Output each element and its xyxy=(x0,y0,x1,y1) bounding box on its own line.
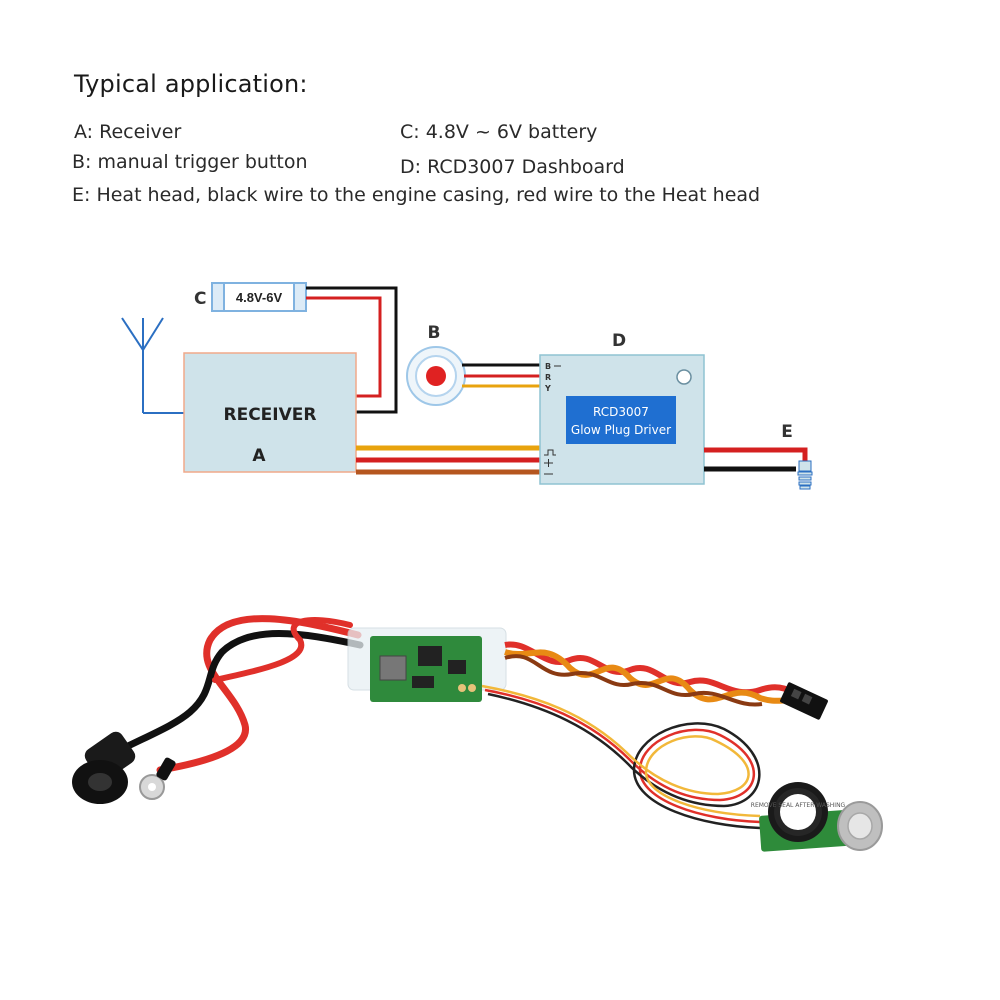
battery-wires xyxy=(306,286,398,414)
driver-pcb xyxy=(347,627,507,702)
buzzer-seal: REMOVE SEAL AFTER WASHING xyxy=(751,802,846,809)
receiver-wires xyxy=(356,445,540,475)
receiver: RECEIVER A xyxy=(183,352,357,473)
pin-y: Y xyxy=(544,384,551,393)
glow-plug-driver: RCD3007 Glow Plug Driver B R Y xyxy=(539,354,705,485)
pin-b: B xyxy=(545,362,551,371)
label-b: B xyxy=(428,323,441,343)
legend-b: B: manual trigger button xyxy=(72,151,308,173)
legend-c: C: 4.8V ~ 6V battery xyxy=(400,121,598,143)
legend-e: E: Heat head, black wire to the engine c… xyxy=(72,184,761,206)
button-board: REMOVE SEAL AFTER WASHING xyxy=(751,782,883,852)
driver-name: Glow Plug Driver xyxy=(571,423,671,437)
page-title: Typical application: xyxy=(74,70,308,98)
battery-label: 4.8V-6V xyxy=(236,290,283,305)
product-photo: REMOVE SEAL AFTER WASHING xyxy=(72,615,883,852)
legend-a: A: Receiver xyxy=(74,121,182,143)
signal-pin-icon xyxy=(544,449,556,475)
ring-terminal xyxy=(139,757,176,800)
glow-plug-boot xyxy=(72,731,136,804)
label-c: C xyxy=(194,289,206,309)
driver-model: RCD3007 xyxy=(593,405,649,419)
button-wires xyxy=(462,363,540,388)
pin-r: R xyxy=(545,373,551,382)
battery: 4.8V-6V xyxy=(211,282,307,312)
antenna-icon xyxy=(121,317,184,414)
label-a: A xyxy=(252,446,266,466)
servo-connector xyxy=(780,682,828,720)
legend-d: D: RCD3007 Dashboard xyxy=(400,156,625,178)
output-wires xyxy=(704,447,808,472)
label-e: E xyxy=(781,422,793,442)
glow-plug-icon xyxy=(797,460,813,490)
label-d: D xyxy=(612,331,626,351)
receiver-label: RECEIVER xyxy=(224,405,317,425)
trigger-button xyxy=(406,346,466,406)
